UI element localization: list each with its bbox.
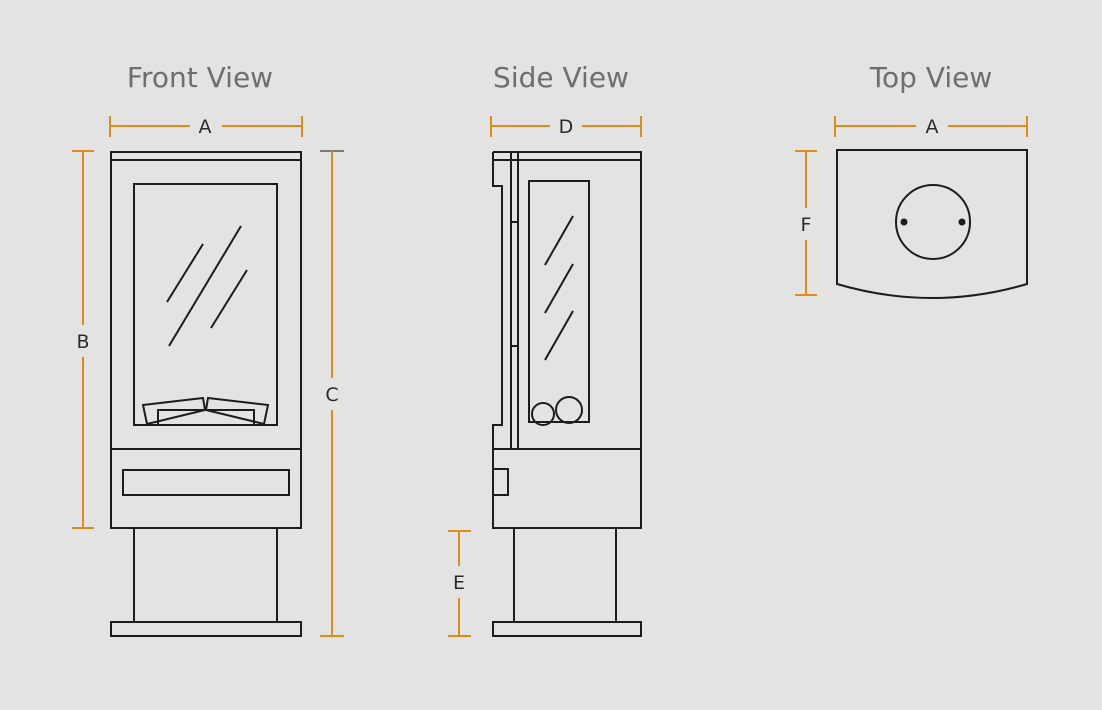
side-view: Side View D [448, 61, 642, 637]
dimension-e-label: E [453, 572, 465, 594]
dimension-d: D [490, 116, 642, 138]
front-view: Front View A [72, 61, 344, 637]
top-view: Top View A F [795, 61, 1028, 299]
front-pedestal [133, 527, 278, 623]
dimension-a-top-label: A [926, 116, 939, 138]
side-view-title: Side View [493, 61, 629, 94]
side-glass-panel [528, 180, 590, 423]
top-stove-outline [836, 149, 1028, 299]
side-base-plate [492, 621, 642, 637]
side-pedestal [513, 527, 617, 623]
dimension-d-label: D [559, 116, 574, 138]
side-log-2 [555, 396, 583, 424]
dimension-b: B [72, 150, 94, 529]
top-flue-bolt-right [958, 218, 966, 226]
dimension-f-label: F [801, 214, 812, 236]
front-ash-drawer [122, 469, 290, 496]
top-flue-collar [895, 184, 971, 260]
side-handle [492, 468, 509, 496]
front-stove-outline [110, 151, 302, 637]
dimension-c: C [320, 150, 344, 637]
top-view-title: Top View [869, 61, 993, 94]
dimension-e: E [448, 530, 471, 637]
dimension-a-label: A [199, 116, 212, 138]
side-stove-outline [492, 151, 642, 637]
side-log-1 [531, 402, 555, 426]
front-view-title: Front View [127, 61, 273, 94]
front-logs [141, 396, 270, 426]
front-base-plate [110, 621, 302, 637]
top-flue-bolt-left [900, 218, 908, 226]
dimension-f: F [795, 150, 817, 296]
dimension-a-top: A [834, 116, 1028, 138]
dimension-b-label: B [76, 331, 89, 353]
dimension-c-label: C [325, 384, 338, 406]
dimension-a-front: A [109, 116, 303, 138]
front-glass-door [133, 183, 278, 426]
